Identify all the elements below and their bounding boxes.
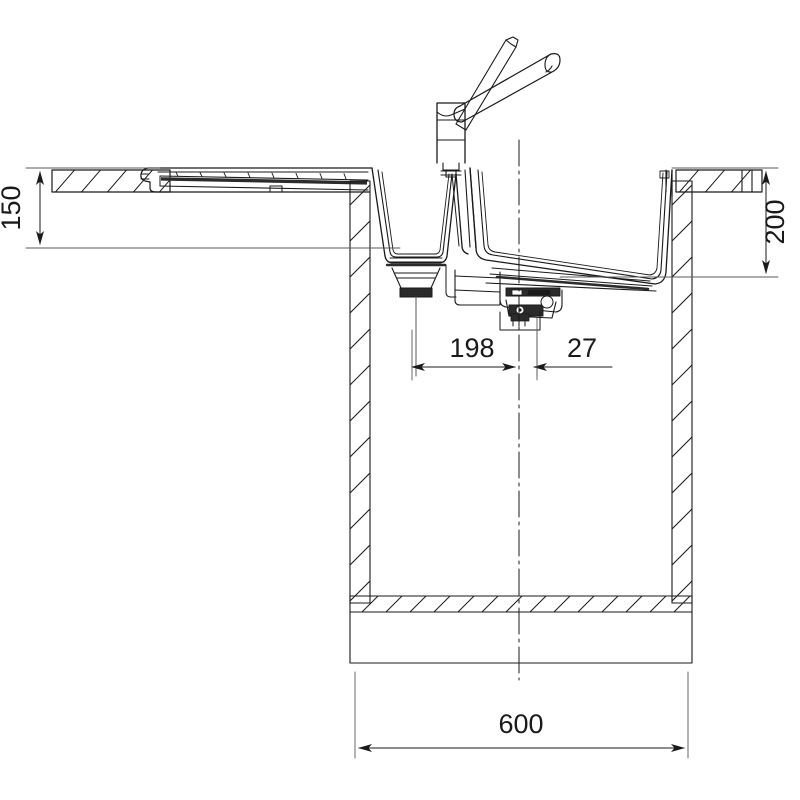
dimension-200 bbox=[559, 167, 779, 278]
main-bowl bbox=[469, 167, 673, 292]
base-cabinet bbox=[349, 180, 693, 664]
drainboard bbox=[140, 167, 373, 193]
dimension-198-27 bbox=[411, 317, 613, 381]
faucet-assembly bbox=[436, 36, 561, 178]
dimension-150 bbox=[25, 167, 401, 249]
waste-assembly-main bbox=[499, 285, 563, 377]
dimension-600 bbox=[354, 671, 689, 759]
dimension-label-200: 200 bbox=[760, 199, 790, 244]
small-bowl bbox=[371, 167, 457, 377]
dimension-label-150: 150 bbox=[0, 185, 26, 230]
dimension-label-27: 27 bbox=[567, 333, 597, 363]
dimension-label-198: 198 bbox=[449, 333, 494, 363]
dimension-label-600: 600 bbox=[498, 709, 543, 739]
